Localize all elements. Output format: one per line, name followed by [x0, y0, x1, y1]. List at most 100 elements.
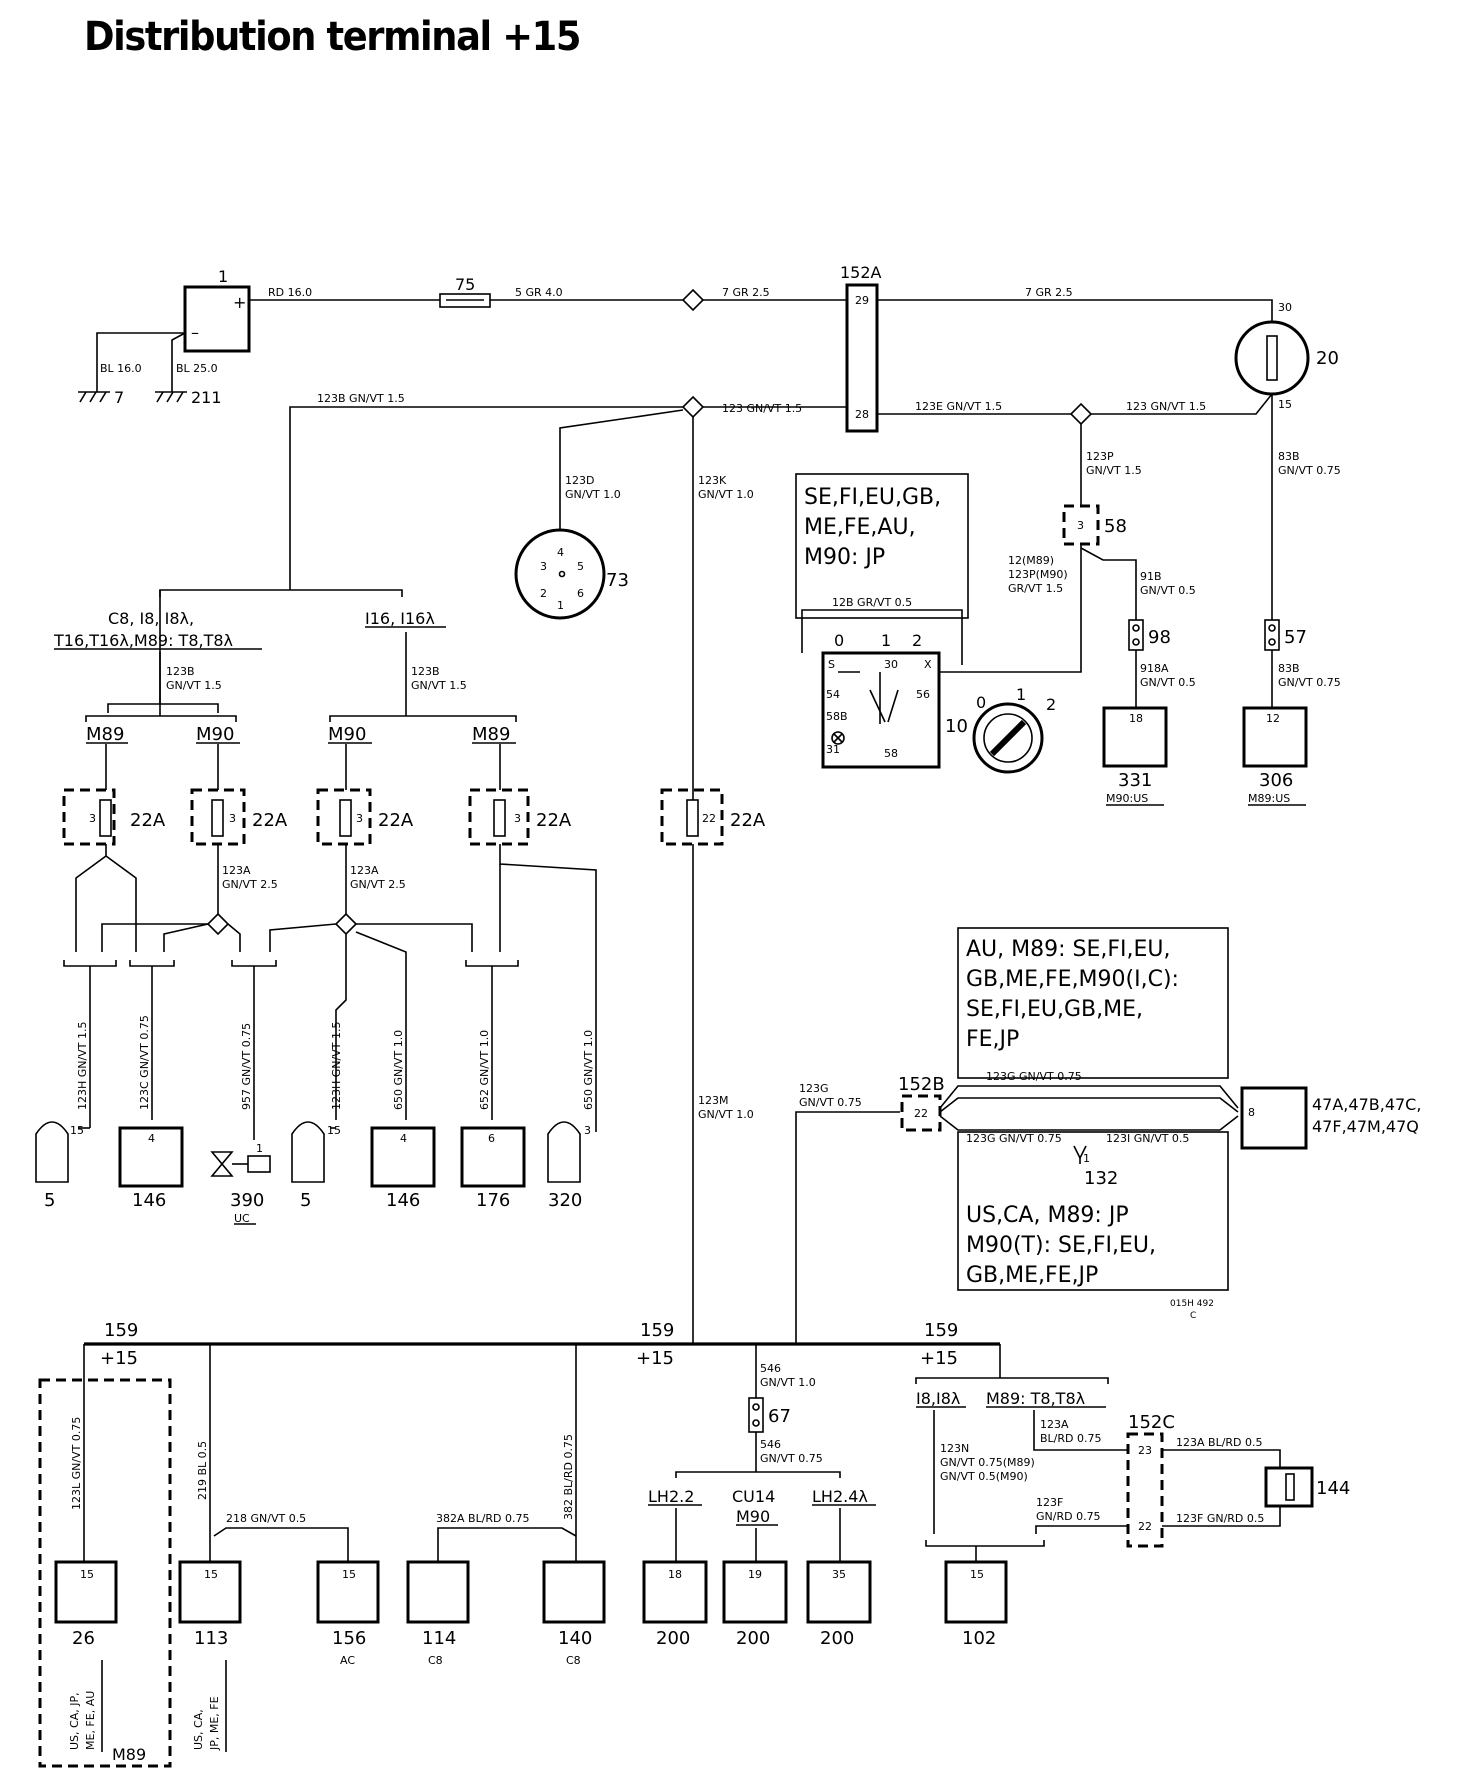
ground-7: 7 — [78, 388, 124, 407]
wire-5gr: 5 GR 4.0 — [515, 286, 563, 299]
wire-123b-r2: GN/VT 1.5 — [411, 679, 467, 692]
wire-123k-1: 123K — [698, 474, 727, 487]
svg-text:3: 3 — [540, 560, 547, 573]
wire-12-2: 123P(M90) — [1008, 568, 1068, 581]
variant-au-4: FE,JP — [966, 1027, 1019, 1052]
wire-546-a2: GN/VT 1.0 — [760, 1376, 816, 1389]
svg-text:320: 320 — [548, 1190, 582, 1211]
ignition-switch-20: 30 15 20 — [1234, 301, 1339, 411]
wire-123m-1: 123M — [698, 1094, 729, 1107]
variant-se-1: SE,FI,EU,GB, — [804, 485, 941, 510]
wire-7gr-a: 7 GR 2.5 — [722, 286, 770, 299]
wire-123g-lower: 123G GN/VT 0.75 — [966, 1132, 1062, 1145]
component-331-label: 331 — [1118, 770, 1152, 791]
wire-123d-1: 123D — [565, 474, 594, 487]
svg-text:15: 15 — [342, 1568, 356, 1581]
svg-text:1: 1 — [557, 599, 564, 612]
wire-83b-2: GN/VT 0.75 — [1278, 464, 1341, 477]
svg-text:3: 3 — [229, 812, 236, 825]
wire-918-2: GN/VT 0.5 — [1140, 584, 1196, 597]
svg-text:6: 6 — [577, 587, 584, 600]
svg-text:4: 4 — [400, 1132, 407, 1145]
svg-text:15: 15 — [327, 1124, 341, 1137]
wire-123i: 123I GN/VT 0.5 — [1106, 1132, 1189, 1145]
component-200-c-label: 200 — [820, 1628, 854, 1649]
svg-text:57: 57 — [1284, 627, 1307, 648]
svg-text:35: 35 — [832, 1568, 846, 1581]
wire-123a-b2: GN/VT 2.5 — [350, 878, 406, 891]
wire-123n-1: 123N — [940, 1442, 969, 1455]
connector-152a: 152A 29 28 — [840, 263, 882, 433]
wire-123f-a1: 123F — [1036, 1496, 1063, 1509]
component-140-label: 140 — [558, 1628, 592, 1649]
splice-123 — [681, 395, 705, 419]
component-156-label: 156 — [332, 1628, 366, 1649]
wire-546-a1: 546 — [760, 1362, 781, 1375]
connector-152b-label: 152B — [898, 1074, 945, 1095]
fuse-22a-4: 3 22A — [468, 788, 572, 846]
svg-text:1: 1 — [881, 631, 891, 650]
wire-918a-1: 918A — [1140, 662, 1169, 675]
component-200-a-label: 200 — [656, 1628, 690, 1649]
bus-plus15-c: +15 — [920, 1348, 958, 1369]
wire-v1: 123H GN/VT 1.5 — [76, 1022, 89, 1110]
svg-text:22A: 22A — [536, 810, 572, 831]
code-uc: UC — [234, 1212, 250, 1225]
wire-219: 219 BL 0.5 — [196, 1441, 209, 1500]
lamp-5-a: 15 5 — [35, 1121, 84, 1211]
component-114 — [406, 1560, 470, 1624]
wire-123: 123 GN/VT 1.5 — [722, 402, 802, 415]
variant-lh24: LH2.4λ — [812, 1487, 868, 1506]
svg-text:30: 30 — [884, 658, 898, 671]
variant-m89-a: M89 — [86, 724, 124, 745]
component-114-label: 114 — [422, 1628, 456, 1649]
component-26-label: 26 — [72, 1628, 95, 1649]
pin-29: 29 — [855, 294, 869, 307]
code-m89us: M89:US — [1248, 792, 1290, 805]
svg-text:144: 144 — [1316, 1478, 1350, 1499]
wire-123g-upper: 123G GN/VT 0.75 — [986, 1070, 1082, 1083]
component-200-c — [806, 1560, 872, 1624]
variant-au-1: AU, M89: SE,FI,EU, — [966, 937, 1171, 962]
wire-bl25: BL 25.0 — [176, 362, 218, 375]
wire-546-b2: GN/VT 0.75 — [760, 1452, 823, 1465]
component-8: 8 47A,47B,47C, 47F,47M,47Q — [1240, 1086, 1421, 1150]
variant-t16: T16,T16λ,M89: T8,T8λ — [53, 631, 233, 650]
wire-123m-2: GN/VT 1.0 — [698, 1108, 754, 1121]
svg-text:1: 1 — [1016, 685, 1026, 704]
svg-text:176: 176 — [476, 1190, 510, 1211]
variant-uscajp: US, CA, JP, — [68, 1692, 81, 1750]
wire-918-1: 91B — [1140, 570, 1162, 583]
variant-se-3: M90: JP — [804, 545, 885, 570]
svg-text:19: 19 — [748, 1568, 762, 1581]
lamp-320: 3 320 — [547, 1121, 591, 1211]
pin-28: 28 — [855, 408, 869, 421]
doc-code-c: C — [1190, 1311, 1196, 1321]
variant-m90-b: M90 — [328, 724, 366, 745]
ignition-key-icon: 0 1 2 — [972, 685, 1056, 774]
svg-text:6: 6 — [488, 1132, 495, 1145]
variant-m89t8: M89: T8,T8λ — [986, 1389, 1085, 1408]
wire-123a-a2: GN/VT 2.5 — [222, 878, 278, 891]
battery — [183, 285, 251, 353]
ground-7-label: 7 — [114, 388, 124, 407]
connector-152a-label: 152A — [840, 263, 882, 282]
wire-918a-2: GN/VT 0.5 — [1140, 676, 1196, 689]
component-132-label: 132 — [1084, 1168, 1118, 1189]
svg-text:2: 2 — [1046, 695, 1056, 714]
component-156 — [316, 1560, 380, 1624]
variant-c8: C8, I8, I8λ, — [108, 609, 194, 628]
svg-text:3: 3 — [514, 812, 521, 825]
wire-218: 218 GN/VT 0.5 — [226, 1512, 306, 1525]
splice-123p — [1069, 402, 1093, 426]
component-306-label: 306 — [1259, 770, 1293, 791]
component-144: 144 — [1264, 1466, 1350, 1508]
wire-v3: 957 GN/VT 0.75 — [240, 1023, 253, 1110]
component-102 — [944, 1560, 1008, 1624]
component-331 — [1102, 706, 1168, 768]
code-m90us: M90:US — [1106, 792, 1148, 805]
svg-text:146: 146 — [132, 1190, 166, 1211]
svg-text:2: 2 — [912, 631, 922, 650]
svg-text:X: X — [924, 658, 932, 671]
